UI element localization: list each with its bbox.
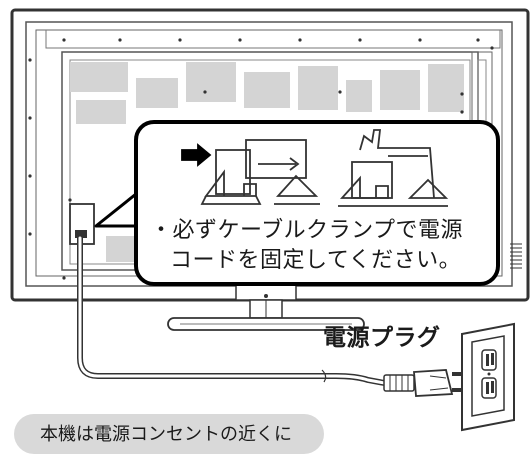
power-plug-label: 電源プラグ bbox=[323, 325, 441, 351]
clamp-open-illustration bbox=[181, 139, 320, 205]
callout-line-2: コードを固定してください。 bbox=[170, 248, 462, 273]
clamp-closed-illustration bbox=[338, 129, 449, 207]
callout-line-1: ・必ずケーブルクランプで電源 bbox=[150, 218, 464, 243]
power-plug bbox=[383, 369, 466, 397]
side-vent bbox=[510, 243, 522, 269]
tv-rear-diagram bbox=[10, 8, 530, 432]
bottom-note: 本機は電源コンセントの近くに bbox=[14, 414, 324, 454]
callout-text: ・必ずケーブルクランプで電源 コードを固定してください。 bbox=[150, 216, 490, 276]
callout-box bbox=[134, 120, 500, 286]
wall-outlet bbox=[461, 322, 515, 432]
